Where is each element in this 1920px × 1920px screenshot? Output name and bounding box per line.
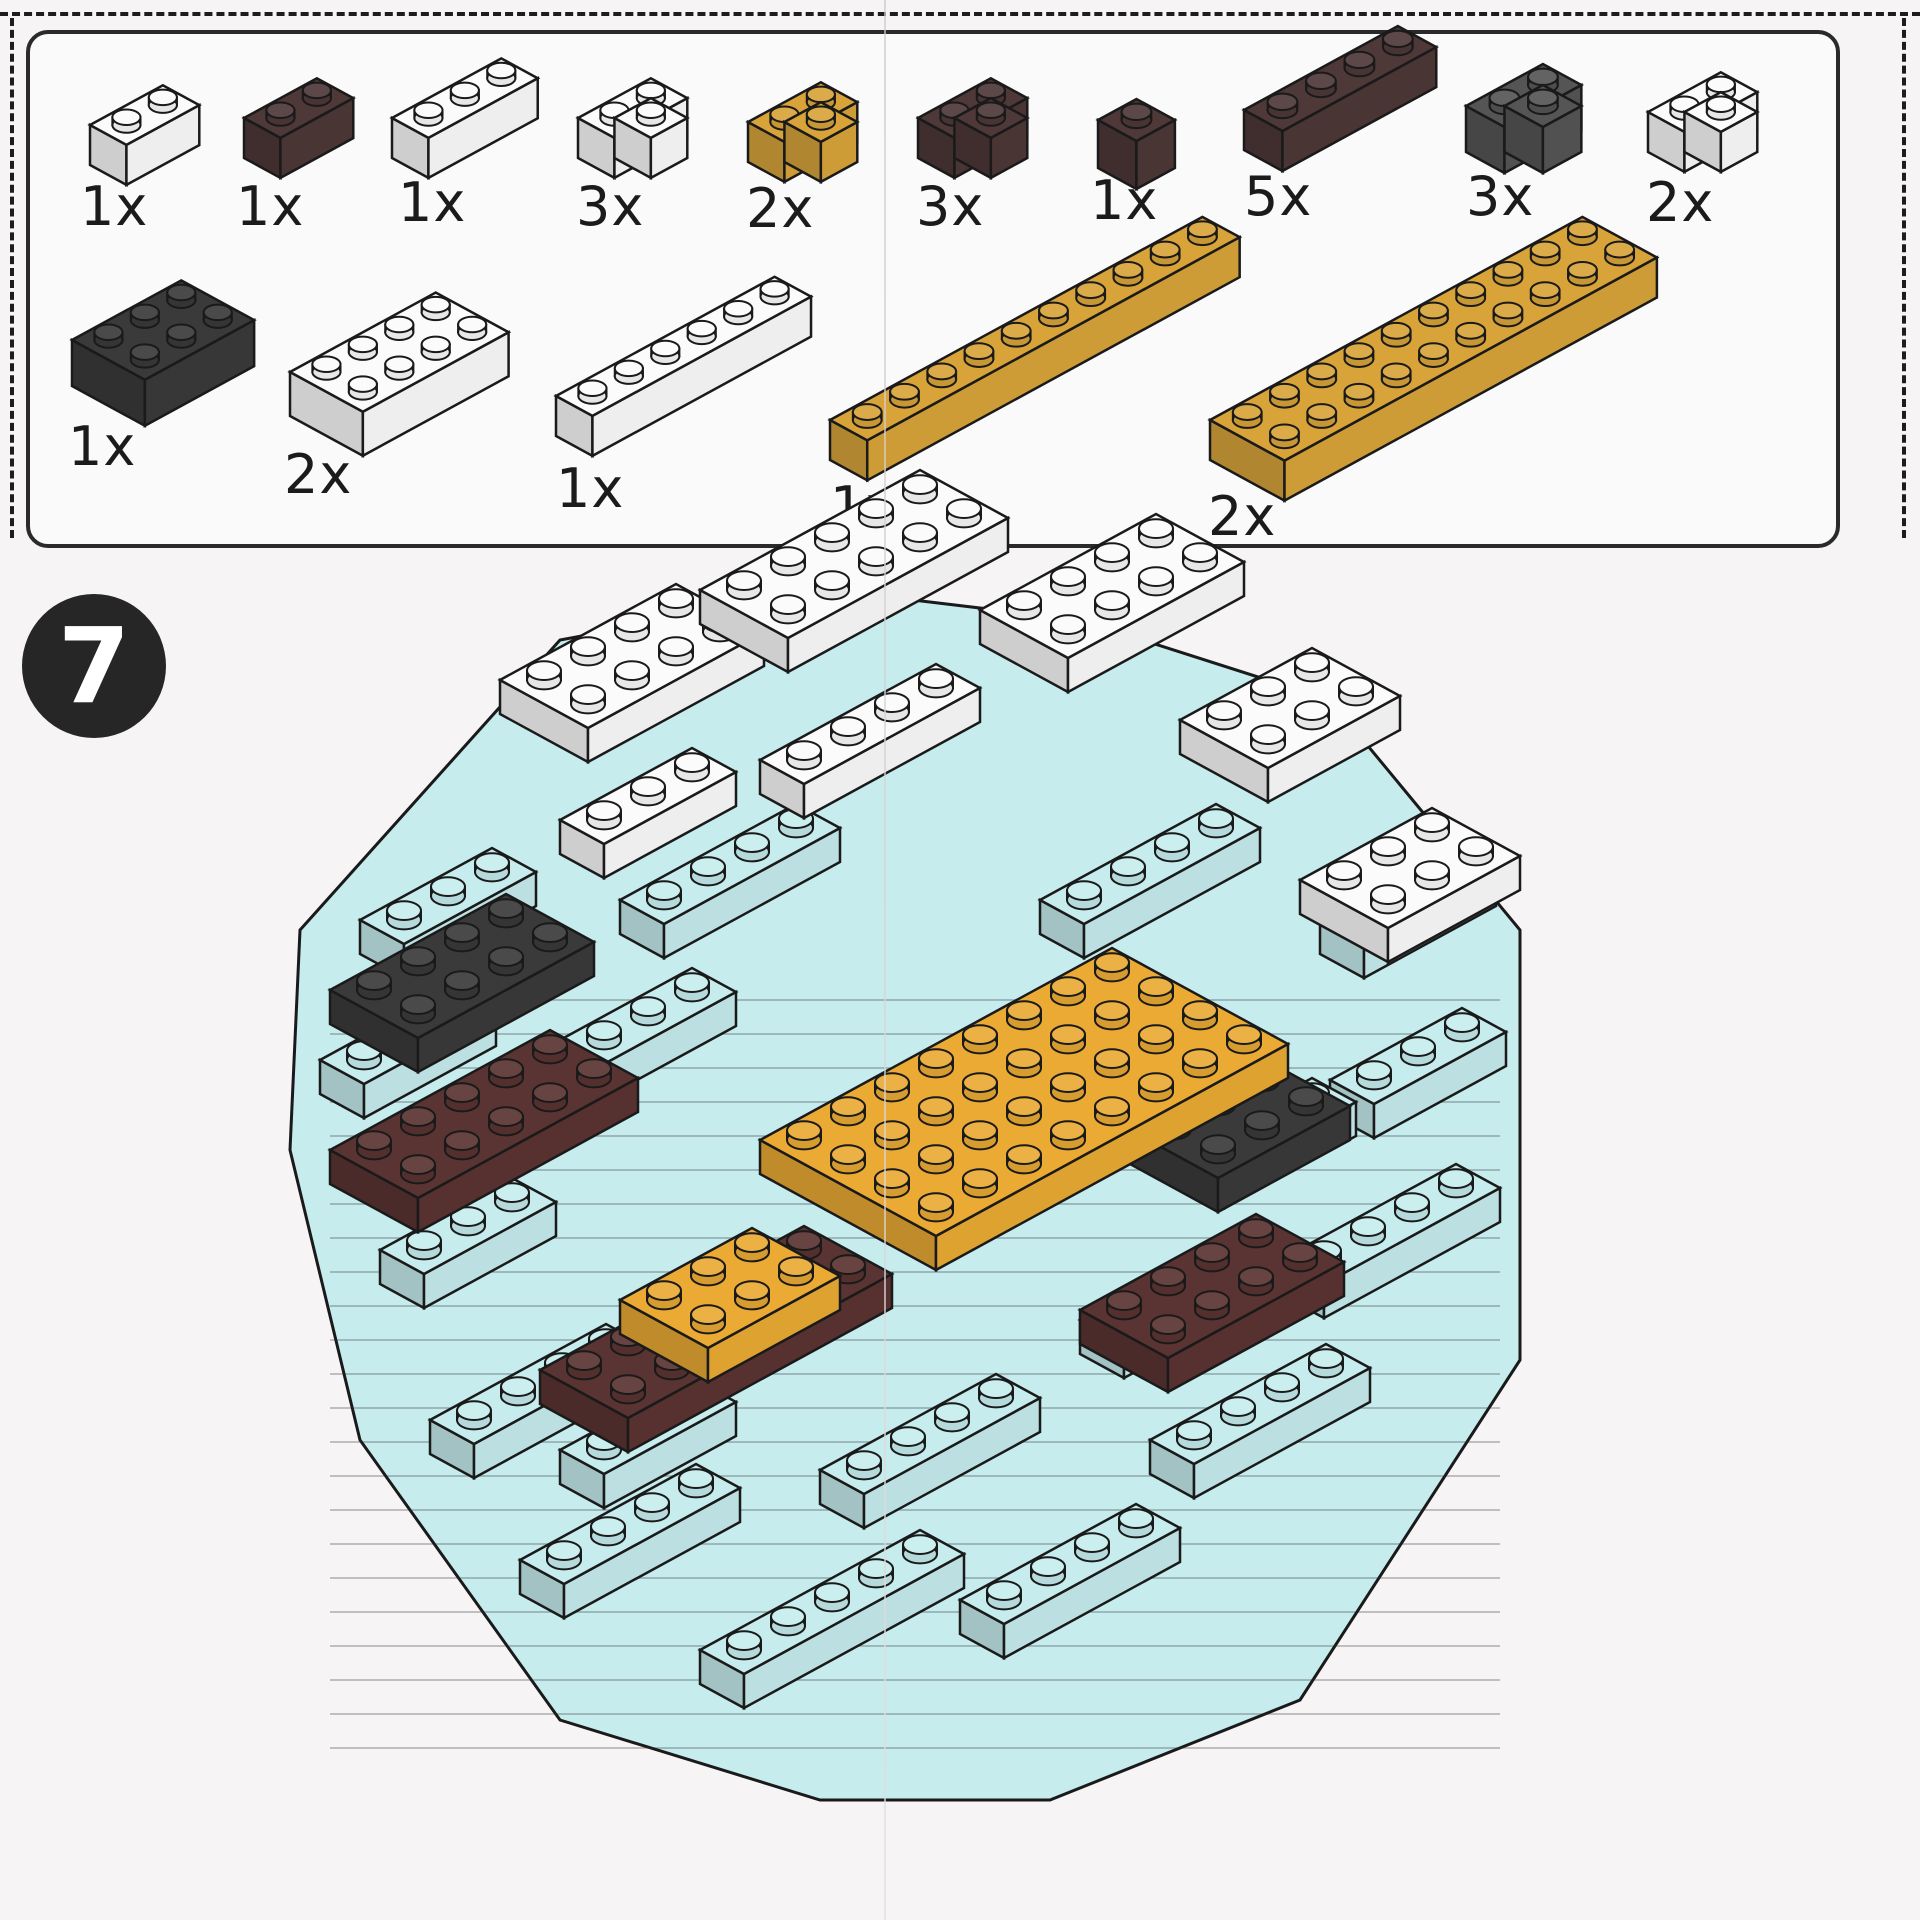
white-brick-5 [1297, 806, 1523, 965]
part-qty-3: 1x [398, 171, 467, 234]
part-4-white-corner [575, 76, 690, 180]
part-15-tan-2x10 [1207, 215, 1660, 503]
part-qty-7: 1x [1090, 169, 1159, 232]
light-blue-brick-8 [1147, 1342, 1373, 1501]
light-blue-brick-12 [557, 966, 739, 1101]
paper-fold-line [884, 0, 886, 1920]
part-9-gray-corner [1463, 62, 1584, 176]
white-brick-1 [497, 582, 767, 765]
white-brick-6 [557, 746, 739, 881]
part-qty-9: 3x [1466, 165, 1535, 228]
part-10-white-corner-part-b [1681, 90, 1760, 174]
part-qty-10: 2x [1646, 171, 1715, 234]
white-brick-2 [697, 468, 1011, 675]
cut-line-right [1902, 18, 1906, 538]
light-blue-brick-17 [817, 1372, 1043, 1531]
white-brick-3 [977, 512, 1247, 695]
part-2-brown-1x2 [241, 76, 356, 180]
part-7-brown-slope [1095, 97, 1178, 192]
light-blue-brick-7 [957, 1502, 1183, 1661]
part-8-brown-1x4 [1241, 24, 1439, 174]
part-5-tan-corner [745, 80, 860, 184]
light-blue-brick-10 [1327, 1006, 1509, 1141]
part-13-white-1x6 [553, 275, 814, 458]
part-5-tan-corner-part-b [781, 100, 860, 184]
part-9-gray-corner-part-b [1501, 83, 1584, 176]
black-plate-right [1127, 1056, 1353, 1215]
part-qty-6: 3x [916, 175, 985, 238]
brown-plate-left [327, 1028, 641, 1235]
model-assembly [288, 468, 1523, 1802]
part-3-white-1x3 [389, 56, 541, 180]
step-number-badge: 7 [22, 594, 166, 738]
part-4-white-corner-part-b [611, 96, 690, 180]
part-qty-4: 3x [576, 175, 645, 238]
light-blue-brick-14 [1037, 802, 1263, 961]
brown-plate-right [1077, 1212, 1347, 1395]
part-6-brown-corner [915, 76, 1030, 180]
light-blue-brick-3 [377, 1176, 559, 1311]
part-qty-11: 1x [68, 415, 137, 478]
part-10-white-corner [1645, 70, 1760, 174]
part-qty-5: 2x [746, 177, 815, 240]
part-qty-13: 1x [556, 457, 625, 520]
cut-line-left [10, 18, 14, 538]
part-qty-15: 2x [1208, 485, 1277, 548]
light-blue-brick-5 [517, 1462, 743, 1621]
light-blue-brick-6 [697, 1528, 967, 1711]
part-qty-2: 1x [236, 175, 305, 238]
white-brick-7 [757, 662, 983, 821]
cut-line-top [0, 12, 1920, 16]
part-14-tan-1x10 [827, 215, 1243, 483]
orange-plate-center [757, 946, 1291, 1273]
parts-illustrations [69, 24, 1760, 503]
part-qty-8: 5x [1244, 165, 1313, 228]
part-12-white-2x4 [287, 291, 512, 458]
part-qty-12: 2x [284, 443, 353, 506]
part-1-white-1x2 [87, 83, 202, 187]
part-6-brown-corner-part-b [951, 96, 1030, 180]
part-11-black-2x3 [69, 278, 257, 428]
orange-plate-lower [617, 1226, 843, 1385]
white-brick-4 [1177, 646, 1403, 805]
part-qty-1: 1x [80, 175, 149, 238]
black-plate-left [327, 892, 597, 1075]
